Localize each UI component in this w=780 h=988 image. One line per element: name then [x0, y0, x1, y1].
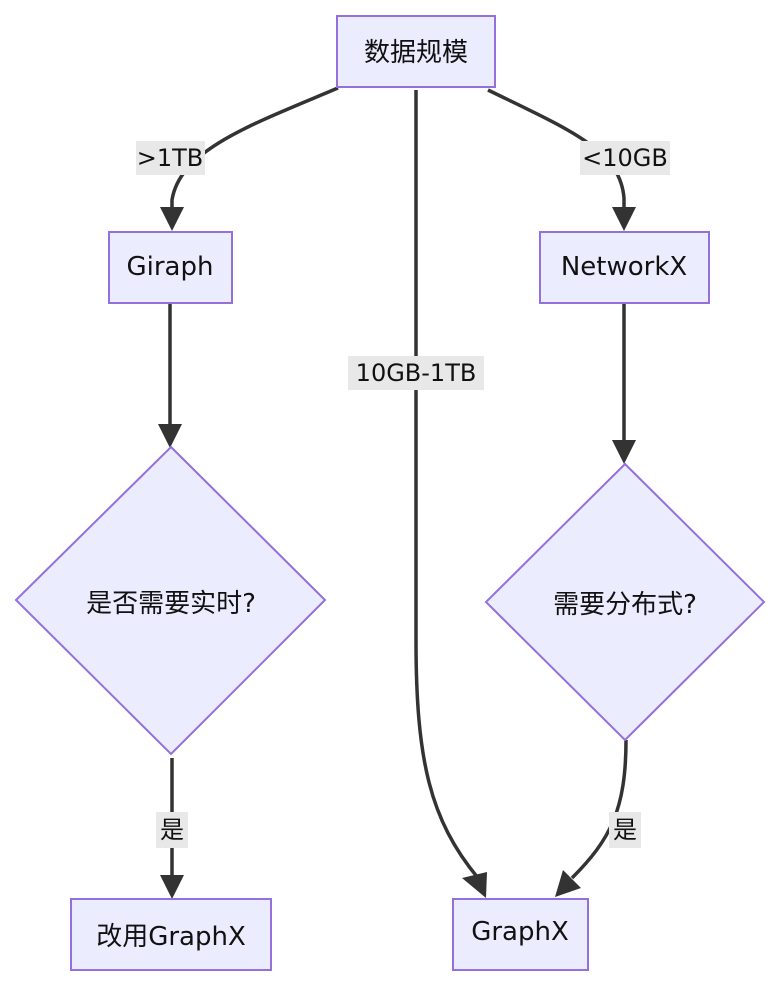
edge-label-distributed-yes: 是 [613, 816, 637, 844]
edge-label-bg [580, 141, 670, 175]
arrowhead [158, 424, 182, 448]
arrowhead [555, 870, 581, 897]
edge-distributed-to-graphx [570, 739, 628, 880]
arrowhead [462, 872, 487, 898]
edge-scale-to-giraph [170, 86, 339, 210]
node-need-realtime-label: 是否需要实时? [86, 589, 256, 619]
edge-label-10gb-1tb: 10GB-1TB [356, 359, 477, 387]
arrowhead [612, 440, 636, 464]
edge-label-bg [136, 141, 205, 175]
arrowhead [160, 875, 184, 899]
edge-label-bg [348, 356, 484, 390]
edge-label-gt-1tb: >1TB [137, 144, 204, 172]
node-networkx-label: NetworkX [561, 252, 687, 282]
edge-label-bg [609, 812, 641, 848]
node-data-scale [336, 15, 496, 88]
node-graphx-label: GraphX [471, 917, 569, 947]
edge-label-lt-10gb: <10GB [582, 144, 668, 172]
node-need-realtime [14, 445, 327, 756]
node-graphx [452, 898, 589, 971]
node-need-distributed-label: 需要分布式? [553, 590, 697, 620]
node-switch-graphx [70, 898, 272, 971]
node-need-distributed [484, 462, 766, 742]
edge-label-realtime-yes: 是 [160, 816, 184, 844]
arrowhead [160, 207, 184, 231]
node-switch-graphx-label: 改用GraphX [96, 922, 246, 952]
edge-scale-to-graphx [414, 90, 480, 880]
node-giraph-label: Giraph [127, 252, 214, 282]
edge-label-bg [156, 812, 188, 848]
arrowhead [612, 207, 636, 231]
node-data-scale-label: 数据规模 [364, 38, 468, 68]
node-giraph [108, 231, 233, 304]
node-networkx [539, 231, 710, 304]
